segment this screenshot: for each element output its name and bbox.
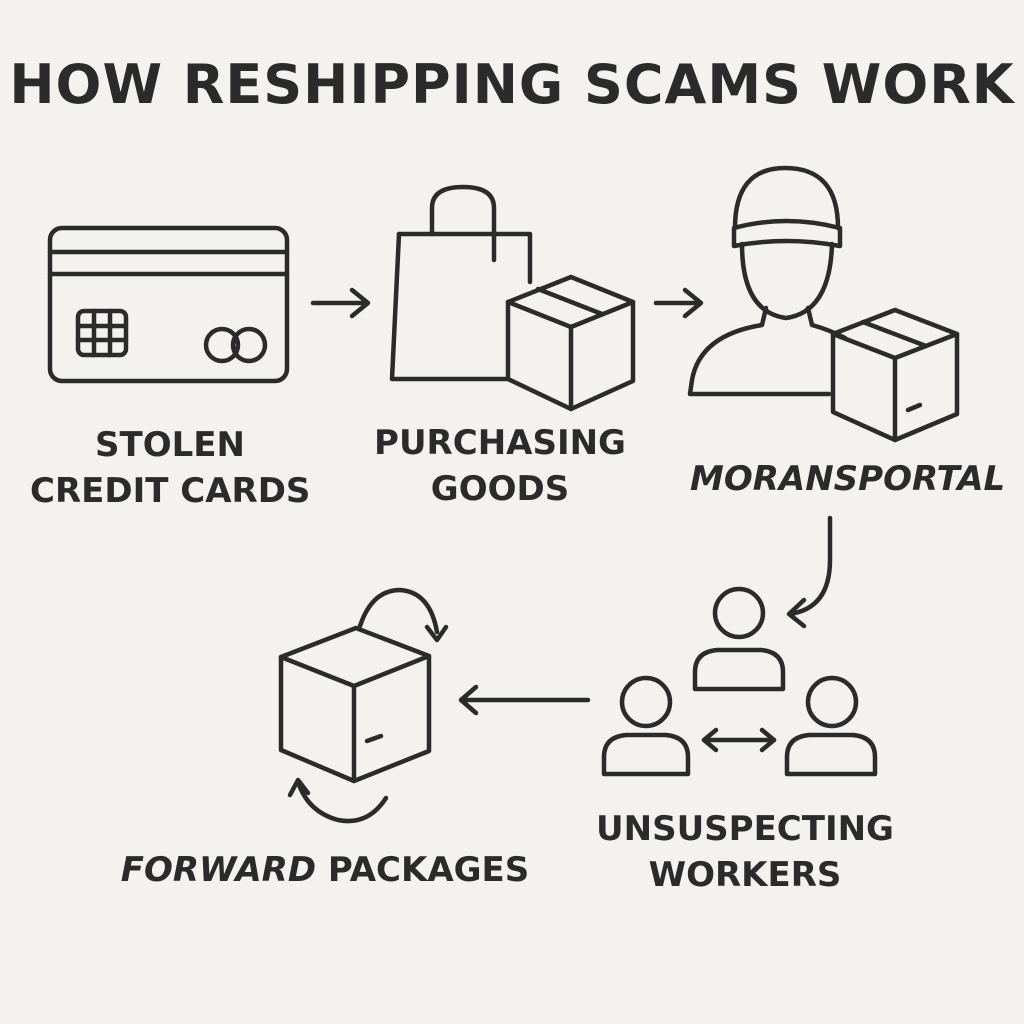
forward-word: FORWARD (120, 850, 317, 890)
shopping-bag-icon (389, 184, 533, 382)
package-box-icon (830, 307, 960, 443)
stolen-credit-cards-label: STOLEN CREDIT CARDS (30, 425, 311, 511)
unsuspecting-workers-label: UNSUSPECTING WORKERS (596, 809, 894, 895)
courier-person-icon (687, 165, 848, 397)
arrow-left-icon (458, 684, 591, 716)
package-box-icon (505, 274, 636, 412)
package-box-icon (278, 625, 432, 784)
transport-portal-label: MORANSPORTAL (690, 459, 1006, 499)
rotate-arrow-icon (357, 587, 449, 643)
packages-word: PACKAGES (327, 850, 530, 890)
arrow-right-icon (653, 287, 704, 319)
rotate-arrow-icon (287, 777, 389, 824)
purchasing-goods-label: PURCHASING GOODS (374, 423, 626, 509)
double-arrow-icon (701, 727, 777, 753)
arrow-right-icon (310, 287, 371, 319)
curved-arrow-down-icon (786, 515, 833, 629)
workers-group-icon (601, 586, 878, 777)
forward-packages-label: FORWARD PACKAGES (120, 847, 530, 893)
credit-card-icon (47, 225, 290, 384)
diagram-title: HOW RESHIPPING SCAMS WORK (9, 53, 1015, 116)
